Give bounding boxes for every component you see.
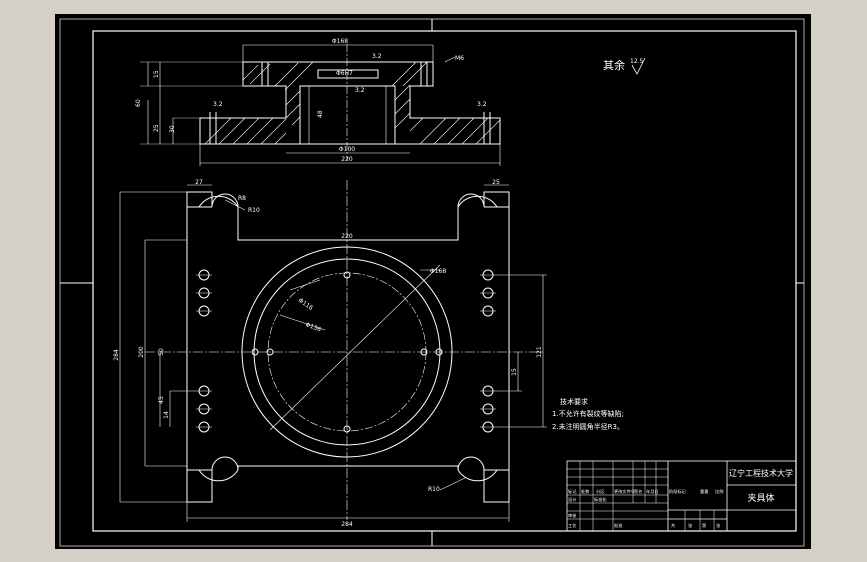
title-block <box>566 460 797 532</box>
title-block-cell: 标记 <box>568 488 577 495</box>
dim-top-diameter: Φ168 <box>332 38 348 45</box>
dim-height-flange: 15 <box>153 70 160 78</box>
tech-requirement-item: 2.未注明圆角半径R3。 <box>552 422 624 431</box>
title-block-cell: 签名 <box>634 488 642 495</box>
title-block-cell: 共 <box>671 522 675 529</box>
plan-view <box>119 180 547 522</box>
dim-chamfer-4: 3.2 <box>355 87 365 94</box>
dim-height-overall: 284 <box>113 349 120 361</box>
dim-slot-radius-label: R8 <box>238 195 246 202</box>
title-block-university: 辽宁工程技术大学 <box>729 468 793 478</box>
dim-thread-note: M6 <box>455 55 464 62</box>
title-block-cell: 更改文件号 <box>614 488 635 495</box>
roughness-note: 其余 12.5 <box>603 57 646 75</box>
title-block-cell: 比例 <box>715 488 723 495</box>
sheet-inner-border <box>92 30 797 532</box>
section-view-labels: Φ168 Φ100 220 3.2 3.2 3.2 3.2 M6 Φ6H7 48… <box>135 38 487 163</box>
dim-height-right: 121 <box>536 346 543 358</box>
dim-chamfer-3: 3.2 <box>477 101 487 108</box>
title-block-cell: 审核 <box>568 512 577 519</box>
tech-requirement-item: 1.不允许有裂纹等缺陷; <box>552 409 624 418</box>
title-block-cell: 第 <box>702 522 706 529</box>
dim-slot-width-left: 27 <box>195 179 203 186</box>
dim-height-right-small: 15 <box>511 368 518 376</box>
dim-overall-width: 284 <box>341 521 353 528</box>
dim-center: 48 <box>317 110 324 118</box>
dim-inner-width: 220 <box>341 233 353 240</box>
title-block-cell: 阶段标记 <box>669 488 687 495</box>
dim-height-base-inner: 30 <box>169 125 176 133</box>
title-block-cell: 年月日 <box>646 488 659 495</box>
dim-left-2: 14 <box>163 411 170 419</box>
title-block-cell: 批准 <box>614 522 622 529</box>
title-block-cell: 标准化 <box>594 496 607 503</box>
title-block-cell: 张 <box>688 522 693 529</box>
dim-chamfer-2: 3.2 <box>213 101 223 108</box>
title-block-part-name: 夹具体 <box>747 492 774 504</box>
title-block-cell: 处数 <box>581 488 590 495</box>
drawing-canvas <box>55 14 811 549</box>
title-block-cell: 张 <box>716 522 721 529</box>
dim-total-width: 220 <box>341 156 353 163</box>
dim-outer-circle: Φ168 <box>430 268 446 275</box>
tech-requirements: 技术要求 1.不允许有裂纹等缺陷; 2.未注明圆角半径R3。 <box>552 397 624 431</box>
dim-slot-width-right: 25 <box>492 179 500 186</box>
dim-height-small: 50 <box>158 348 165 356</box>
dim-slot-radius-bottom: R10 <box>428 486 440 493</box>
roughness-label: 其余 <box>603 58 625 72</box>
title-block-cell: 设计 <box>568 496 576 503</box>
dim-chamfer-1: 3.2 <box>372 53 382 60</box>
dim-height-total: 60 <box>135 99 142 107</box>
title-block-cell: 重量 <box>700 488 708 495</box>
title-block-text: 辽宁工程技术大学 夹具体 标记 处数 分区 更改文件号 签名 年月日 设计 标准… <box>568 468 793 529</box>
title-block-cell: 工艺 <box>568 523 576 528</box>
dim-height-base: 25 <box>153 124 160 132</box>
dim-bore-diameter: Φ100 <box>339 146 355 153</box>
title-block-cell: 分区 <box>596 488 604 495</box>
roughness-value: 12.5 <box>630 58 644 65</box>
dim-height-inner: 200 <box>138 346 145 358</box>
dim-left-1: 45 <box>158 396 165 404</box>
dim-hole-note: Φ6H7 <box>336 70 353 77</box>
tech-requirements-heading: 技术要求 <box>560 397 588 406</box>
section-view <box>140 44 501 166</box>
dim-slot-radius-top: R10 <box>248 207 260 214</box>
